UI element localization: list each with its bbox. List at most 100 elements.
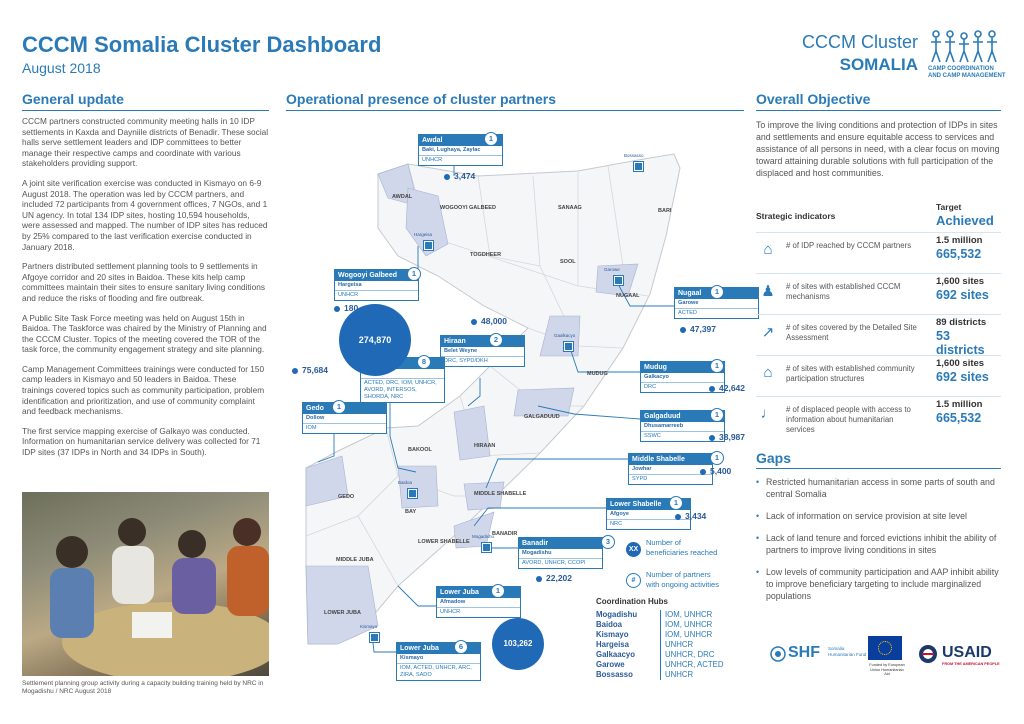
region-label: GEDO xyxy=(338,494,355,500)
partner-card-partners: IOM xyxy=(306,425,317,431)
partner-card-localities: Dhusamarreeb xyxy=(641,422,724,432)
beneficiaries-dot xyxy=(334,306,340,312)
partner-count-badge: 1 xyxy=(484,132,498,146)
partner-count-badge: 1 xyxy=(669,496,683,510)
cccm-people-logo-icon xyxy=(931,30,997,63)
hub-name: Hargeisa xyxy=(596,640,629,649)
indicator-achieved: 692 sites xyxy=(936,288,989,302)
beneficiaries-value: 3,474 xyxy=(454,171,476,181)
partner-card-partners: SSWC xyxy=(644,433,661,439)
hub-agencies: UNHCR, DRC xyxy=(660,650,714,660)
hub-name: Kismayo xyxy=(596,630,629,639)
beneficiaries-dot xyxy=(444,174,450,180)
page-subtitle: August 2018 xyxy=(22,60,101,76)
echo-subtext: Funded by European Union Humanitarian Ai… xyxy=(869,663,905,677)
gaps-heading-rule xyxy=(756,468,1001,469)
cluster-logo-sub1: CAMP COORDINATION xyxy=(928,66,994,72)
indicator-row: ↗ # of sites covered by the Detailed Site… xyxy=(756,314,1001,357)
achieved-heading: Achieved xyxy=(936,213,994,228)
microphone-icon: ♩ xyxy=(760,405,776,422)
cluster-logo-line1: CCCM Cluster xyxy=(801,32,918,52)
indicator-achieved: 692 sites xyxy=(936,370,989,384)
beneficiaries-value: 48,000 xyxy=(481,316,507,326)
region-label: MIDDLE SHABELLE xyxy=(474,491,527,497)
indicator-achieved: 665,532 xyxy=(936,411,982,425)
person-walking-icon: ♟ xyxy=(761,283,775,300)
hub-label: Bossasso xyxy=(624,153,644,158)
partner-card-region: Lower Shabelle xyxy=(607,499,690,510)
partner-count-badge: 8 xyxy=(417,355,431,369)
partner-count-badge: 6 xyxy=(454,640,468,654)
legend-hash-label-1: Number of partners xyxy=(646,570,711,579)
beneficiaries-dot xyxy=(700,469,706,475)
partner-card-partners: SYPD xyxy=(632,476,648,482)
somalia-outline xyxy=(305,153,681,653)
coordination-hubs-heading: Coordination Hubs xyxy=(596,597,668,606)
partner-count-badge: 1 xyxy=(710,285,724,299)
beneficiaries-dot xyxy=(471,319,477,325)
hub-name: Garowe xyxy=(596,660,625,669)
echo-logo: Funded by European Union Humanitarian Ai… xyxy=(868,636,906,677)
gap-item: Restricted humanitarian access in some p… xyxy=(756,476,1001,500)
general-update-paragraph: A Public Site Task Force meeting was hel… xyxy=(22,312,267,355)
partner-count-badge: 1 xyxy=(710,408,724,422)
indicator-row: ♟# of sites with established CCCM mechan… xyxy=(756,273,1001,314)
hub-marker-icon xyxy=(613,275,624,286)
gaps-heading: Gaps xyxy=(756,450,792,466)
target-heading: Target xyxy=(936,202,962,212)
gap-item: Lack of land tenure and forced evictions… xyxy=(756,532,1001,556)
general-update-heading: General update xyxy=(22,91,124,107)
cluster-logo-sub2: AND CAMP MANAGEMENT xyxy=(928,73,1006,79)
indicator-label: # of sites covered by the Detailed Site … xyxy=(786,323,917,342)
partner-count-badge: 1 xyxy=(407,267,421,281)
usaid-seal-icon xyxy=(919,645,937,663)
partner-count-badge: 1 xyxy=(332,400,346,414)
region-label: HIRAAN xyxy=(474,443,496,449)
objective-heading-rule xyxy=(756,110,1001,111)
region-label: MIDDLE JUBA xyxy=(336,557,374,563)
partner-card-partners: UNHCR xyxy=(440,609,461,615)
partner-count-badge: 1 xyxy=(491,584,505,598)
partner-card-region: Hiraan xyxy=(441,336,524,347)
beneficiaries-dot xyxy=(709,435,715,441)
region-label: AWDAL xyxy=(392,194,413,200)
chart-up-icon: ↗ xyxy=(761,324,775,341)
partner-card-region: Mudug xyxy=(641,362,724,373)
partner-card-partners: DRC xyxy=(644,384,657,390)
region-label: GALGADUUD xyxy=(524,414,560,420)
partner-card-partners: IOM, ACTED, UNHCR, ARC, ZIRA, SADO xyxy=(400,665,472,678)
un-emblem-icon xyxy=(770,646,786,662)
beneficiaries-bubble: 274,870 xyxy=(339,304,411,376)
legend-circle-label-2: beneficiaries reached xyxy=(646,548,718,557)
map-heading: Operational presence of cluster partners xyxy=(286,91,556,107)
partner-card-partners: AVORD, UNHCR, CCOPI xyxy=(522,560,586,566)
partner-card-localities: Dollow xyxy=(303,414,386,424)
beneficiaries-value: 22,202 xyxy=(546,573,572,583)
gap-item: Lack of information on service provision… xyxy=(756,510,1001,522)
region-label: SANAAG xyxy=(558,205,582,211)
partner-card-partners: DRC, SYPD/DKH xyxy=(444,358,488,364)
region-label: BANADIR xyxy=(492,531,518,537)
map-heading-rule xyxy=(286,110,744,111)
beneficiaries-bubble: 103,262 xyxy=(492,618,544,670)
partner-card-region: Lower Juba xyxy=(437,587,520,598)
beneficiaries-value: 75,684 xyxy=(302,365,328,375)
hub-name: Mogadishu xyxy=(596,610,638,619)
hub-marker-icon xyxy=(633,161,644,172)
partner-count-badge: 1 xyxy=(710,359,724,373)
beneficiaries-value: 47,397 xyxy=(690,324,716,334)
hub-marker-icon xyxy=(369,632,380,643)
partner-card-localities: Afgoye xyxy=(607,510,690,520)
indicator-label: # of sites with established community pa… xyxy=(786,364,915,383)
partner-card-partners: ACTED, DRC, IOM, UNHCR, AVORD, INTERSOS,… xyxy=(364,380,437,400)
